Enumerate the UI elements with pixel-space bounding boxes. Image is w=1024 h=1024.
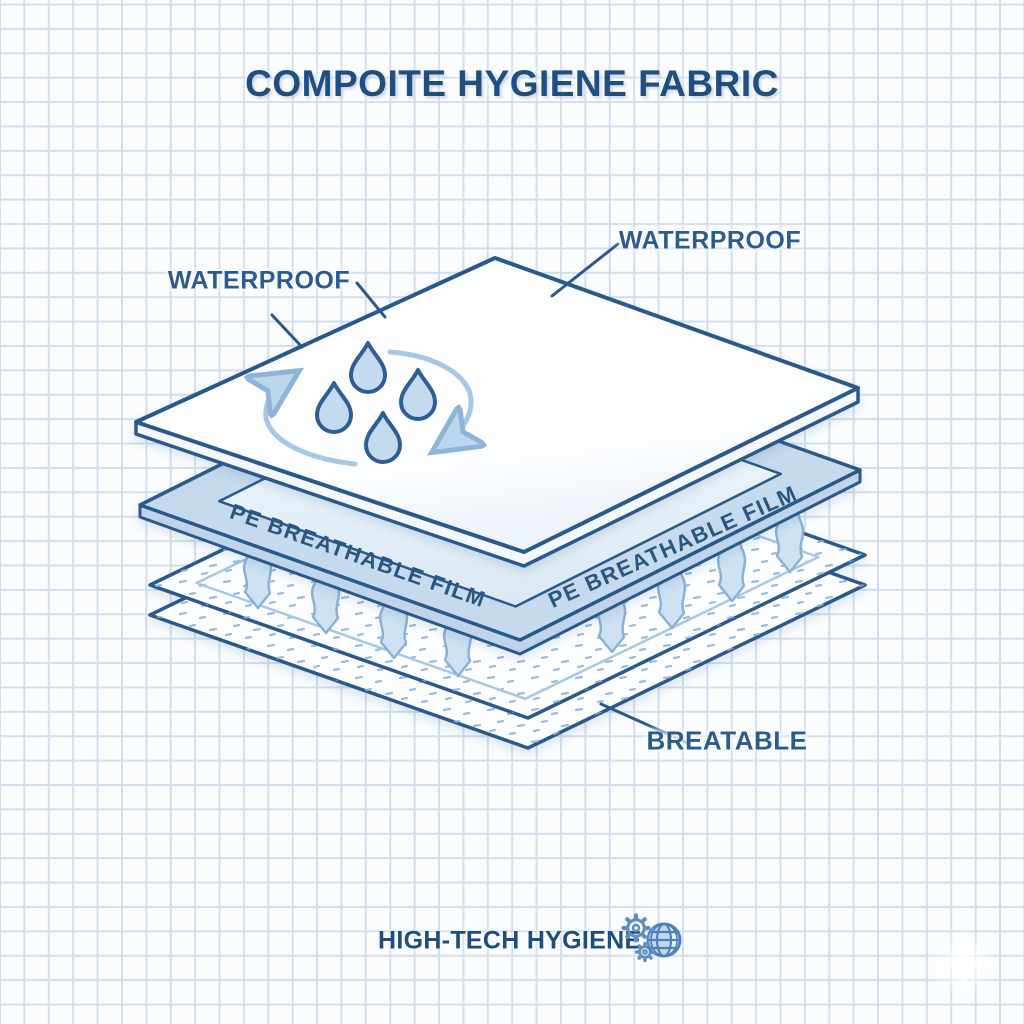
circulation-arrow-icon [266, 376, 358, 467]
breathable-label: BREATABLE [646, 725, 808, 756]
leader-line [270, 313, 304, 349]
leader-line [599, 702, 692, 746]
waterproof-label-right: WATERPROOF [618, 226, 802, 255]
brand-logo [621, 913, 682, 963]
waterproof-label-left: WATERPROOF [167, 266, 351, 295]
leader-lines [270, 242, 692, 746]
page-title: COMPOITE HYGIENE FABRIC [245, 63, 779, 104]
brand-name: HIGH-TECH HYGIENE [378, 926, 642, 955]
leader-line [355, 281, 387, 319]
moisture-circulation [266, 341, 471, 467]
globe-icon [646, 922, 682, 958]
waterproof-top-face [134, 256, 860, 554]
waterproof-layer [134, 256, 860, 568]
leader-line [550, 242, 620, 298]
gear-icon [621, 913, 651, 943]
circulation-arrow-icon [387, 349, 471, 447]
